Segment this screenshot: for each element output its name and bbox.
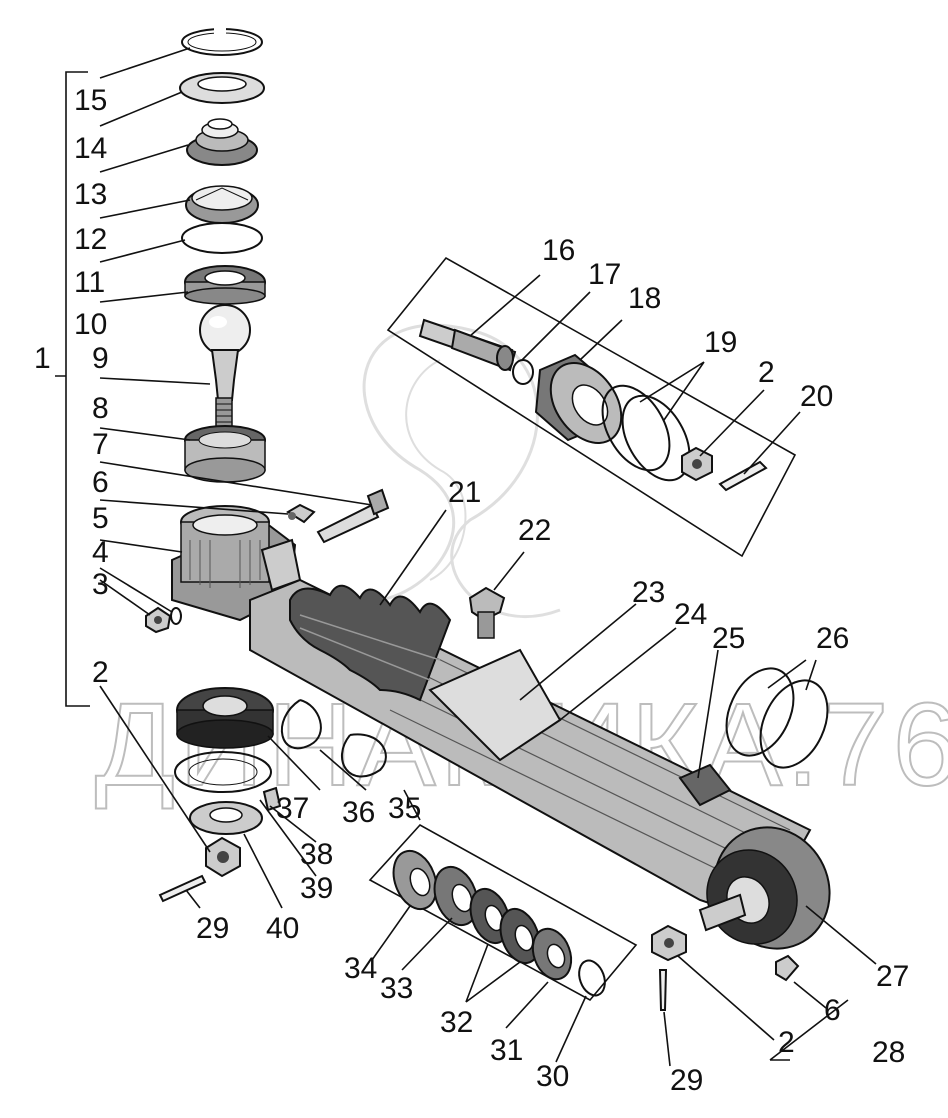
label-27: 27 [876, 960, 909, 993]
label-7: 7 [92, 428, 109, 461]
part-29-cotter-pin-right [658, 969, 668, 1011]
label-15: 15 [74, 84, 107, 117]
label-34: 34 [344, 952, 377, 985]
label-5: 5 [92, 502, 109, 535]
part-2-castle-nut-lower [205, 836, 241, 878]
group-box-upper [386, 256, 797, 558]
watermark-logo [359, 323, 561, 618]
bracket-group-28 [769, 999, 849, 1061]
label-28: 28 [872, 1036, 905, 1069]
label-13: 13 [74, 178, 107, 211]
label-24: 24 [674, 598, 707, 631]
label-18: 18 [628, 282, 661, 315]
label-16: 16 [542, 234, 575, 267]
label-6: 6 [92, 466, 109, 499]
label-1: 1 [34, 342, 51, 375]
label-9: 9 [92, 342, 109, 375]
part-19-seal-rings [601, 384, 691, 482]
label-20: 20 [800, 380, 833, 413]
label-30: 30 [536, 1060, 569, 1093]
part-39-screw [262, 786, 282, 812]
bracket-group-1 [55, 71, 90, 707]
part-6-grease-fitting-right [775, 954, 800, 982]
label-21: 21 [448, 476, 481, 509]
part-2-castle-nut-upper [681, 446, 713, 482]
part-29-cotter-pin-lower [158, 874, 207, 903]
part-26-o-rings [725, 667, 829, 769]
label-26: 26 [816, 622, 849, 655]
label-22: 22 [518, 514, 551, 547]
part-6-bolt [316, 488, 390, 544]
callout-labels: 15 14 13 12 11 10 9 1 8 7 6 5 4 3 2 16 1… [34, 84, 909, 1097]
part-37-cover [176, 687, 274, 749]
label-2-left: 2 [92, 656, 109, 689]
part-15-circlip [181, 26, 263, 56]
label-31: 31 [490, 1034, 523, 1067]
part-36-snap-ring [281, 699, 322, 750]
part-22-plug [468, 586, 506, 639]
label-29-left: 29 [196, 912, 229, 945]
label-14: 14 [74, 132, 107, 165]
label-23: 23 [632, 576, 665, 609]
part-32-seals [469, 887, 541, 965]
part-5-grease-fitting [286, 503, 316, 524]
part-40-washer [189, 801, 263, 835]
label-32: 32 [440, 1006, 473, 1039]
part-8-housing-cup [184, 425, 266, 483]
label-3: 3 [92, 568, 109, 601]
label-6-right: 6 [824, 994, 841, 1027]
label-17: 17 [588, 258, 621, 291]
part-13-spring [186, 118, 258, 166]
part-30-circlip [578, 959, 606, 997]
part-35-snap-ring [340, 733, 387, 778]
part-12-insert [185, 185, 259, 224]
label-12: 12 [74, 223, 107, 256]
part-18-piston [534, 353, 623, 444]
part-34-nut [392, 849, 438, 911]
part-3-nut [145, 606, 182, 634]
part-14-washer [179, 72, 265, 104]
label-8: 8 [92, 392, 109, 425]
part-20-cotter-pin-upper [718, 460, 768, 492]
label-4: 4 [92, 536, 109, 569]
label-35: 35 [388, 792, 421, 825]
label-40: 40 [266, 912, 299, 945]
label-2-right: 2 [778, 1026, 795, 1059]
label-19: 19 [704, 326, 737, 359]
part-11-o-ring [181, 222, 263, 254]
label-10: 10 [74, 308, 107, 341]
label-11: 11 [74, 266, 105, 299]
leader-lines [99, 47, 877, 1067]
label-33: 33 [380, 972, 413, 1005]
part-10-bushing [184, 265, 266, 305]
label-25: 25 [712, 622, 745, 655]
part-21-bellows [289, 584, 452, 702]
part-31-wiper [531, 927, 573, 981]
part-38-gasket [174, 751, 272, 793]
label-29-right: 29 [670, 1064, 703, 1097]
label-36: 36 [342, 796, 375, 829]
part-16-piston-rod [418, 318, 517, 372]
part-2-castle-nut-right [651, 924, 687, 962]
part-33-bushing [433, 865, 479, 927]
part-9-ball-pin [199, 304, 251, 431]
part-28-rod-end [698, 893, 747, 932]
label-2-upper: 2 [758, 356, 775, 389]
label-38: 38 [300, 838, 333, 871]
label-39: 39 [300, 872, 333, 905]
label-37: 37 [276, 792, 309, 825]
